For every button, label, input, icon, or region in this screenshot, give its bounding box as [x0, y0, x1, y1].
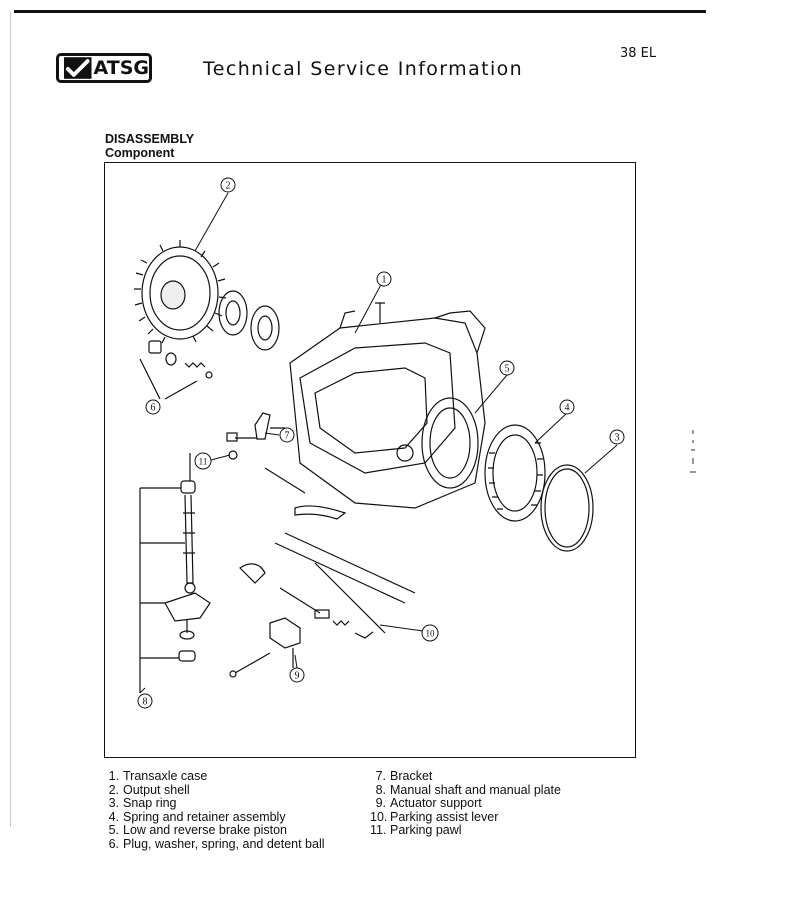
bracket-part: [226, 412, 285, 442]
legend-item: 9.Actuator support: [375, 796, 482, 811]
section-title: DISASSEMBLY: [105, 132, 195, 146]
checkmark-icon: [64, 57, 92, 79]
callout-2: 2: [226, 181, 231, 192]
top-rule: [14, 10, 706, 13]
left-margin-rule: [10, 12, 11, 827]
section-heading: DISASSEMBLY Component: [105, 132, 194, 160]
legend-item: 11.Parking pawl: [370, 823, 462, 838]
output-shell-part: [134, 240, 227, 344]
logo-text: ATSG: [93, 56, 149, 79]
legend-item: 4.Spring and retainer assembly: [108, 809, 286, 824]
snap-ring-part: [540, 464, 594, 552]
manual-shaft-part: [139, 453, 211, 693]
margin-scan-marks: [690, 430, 696, 473]
callout-11: 11: [199, 457, 208, 467]
callout-3: 3: [615, 433, 620, 444]
transaxle-case-part: [289, 302, 486, 509]
parts-legend-left: 1.Transaxle case 2.Output shell 3.Snap r…: [103, 769, 325, 852]
section-subtitle: Component: [105, 146, 175, 160]
page-header-title: Technical Service Information: [203, 58, 524, 80]
callout-8: 8: [143, 697, 148, 708]
legend-item: 2.Output shell: [108, 782, 190, 797]
callout-7: 7: [285, 431, 290, 442]
actuator-support-part: [229, 617, 301, 678]
callout-1: 1: [382, 275, 387, 286]
thrust-bearing-part: [250, 305, 280, 351]
legend-item: 1.Transaxle case: [108, 769, 208, 783]
low-reverse-piston-part: [421, 397, 479, 489]
legend-item: 10.Parking assist lever: [370, 809, 499, 824]
callout-10: 10: [426, 629, 436, 639]
exploded-view-diagram: 1 2 3 4 5 6 7 8 9 10 11: [104, 162, 636, 758]
callout-6: 6: [151, 403, 156, 414]
callout-5: 5: [505, 364, 510, 375]
legend-item: 8.Manual shaft and manual plate: [375, 782, 561, 797]
thrust-washer-part: [218, 290, 248, 336]
legend-item: 5.Low and reverse brake piston: [108, 823, 287, 838]
parts-legend-right: 7.Bracket 8.Manual shaft and manual plat…: [370, 769, 561, 838]
spring-retainer-part: [484, 424, 546, 522]
parking-assist-lever-part: [239, 532, 416, 639]
detent-assembly-part: [139, 340, 213, 400]
diagram-drawing: [134, 192, 618, 694]
callout-9: 9: [295, 671, 300, 682]
callout-4: 4: [565, 403, 570, 414]
page-number: 38 EL: [620, 46, 657, 61]
callout-layer: 1 2 3 4 5 6 7 8 9 10 11: [137, 177, 625, 709]
legend-item: 6.Plug, washer, spring, and detent ball: [108, 836, 325, 851]
atsg-logo: ATSG: [56, 53, 152, 83]
legend-item: 3.Snap ring: [108, 796, 177, 811]
legend-item: 7.Bracket: [375, 769, 433, 783]
